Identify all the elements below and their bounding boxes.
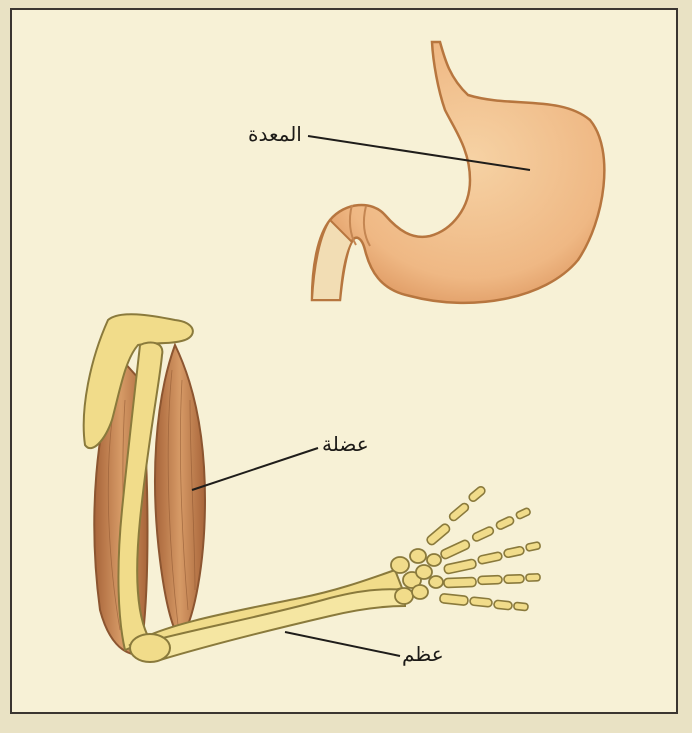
arm: [84, 314, 541, 662]
finger-bones: [425, 485, 540, 611]
bone-label: عظم: [402, 642, 444, 666]
stomach-label: المعدة: [248, 122, 302, 146]
carpal-bones: [391, 549, 443, 604]
elbow-joint: [130, 634, 170, 662]
muscle-label: عضلة: [322, 432, 369, 456]
muscle-leader-line: [192, 448, 318, 490]
biceps-muscle: [155, 345, 205, 640]
bone-leader-line: [285, 632, 400, 656]
stomach: [312, 42, 604, 303]
